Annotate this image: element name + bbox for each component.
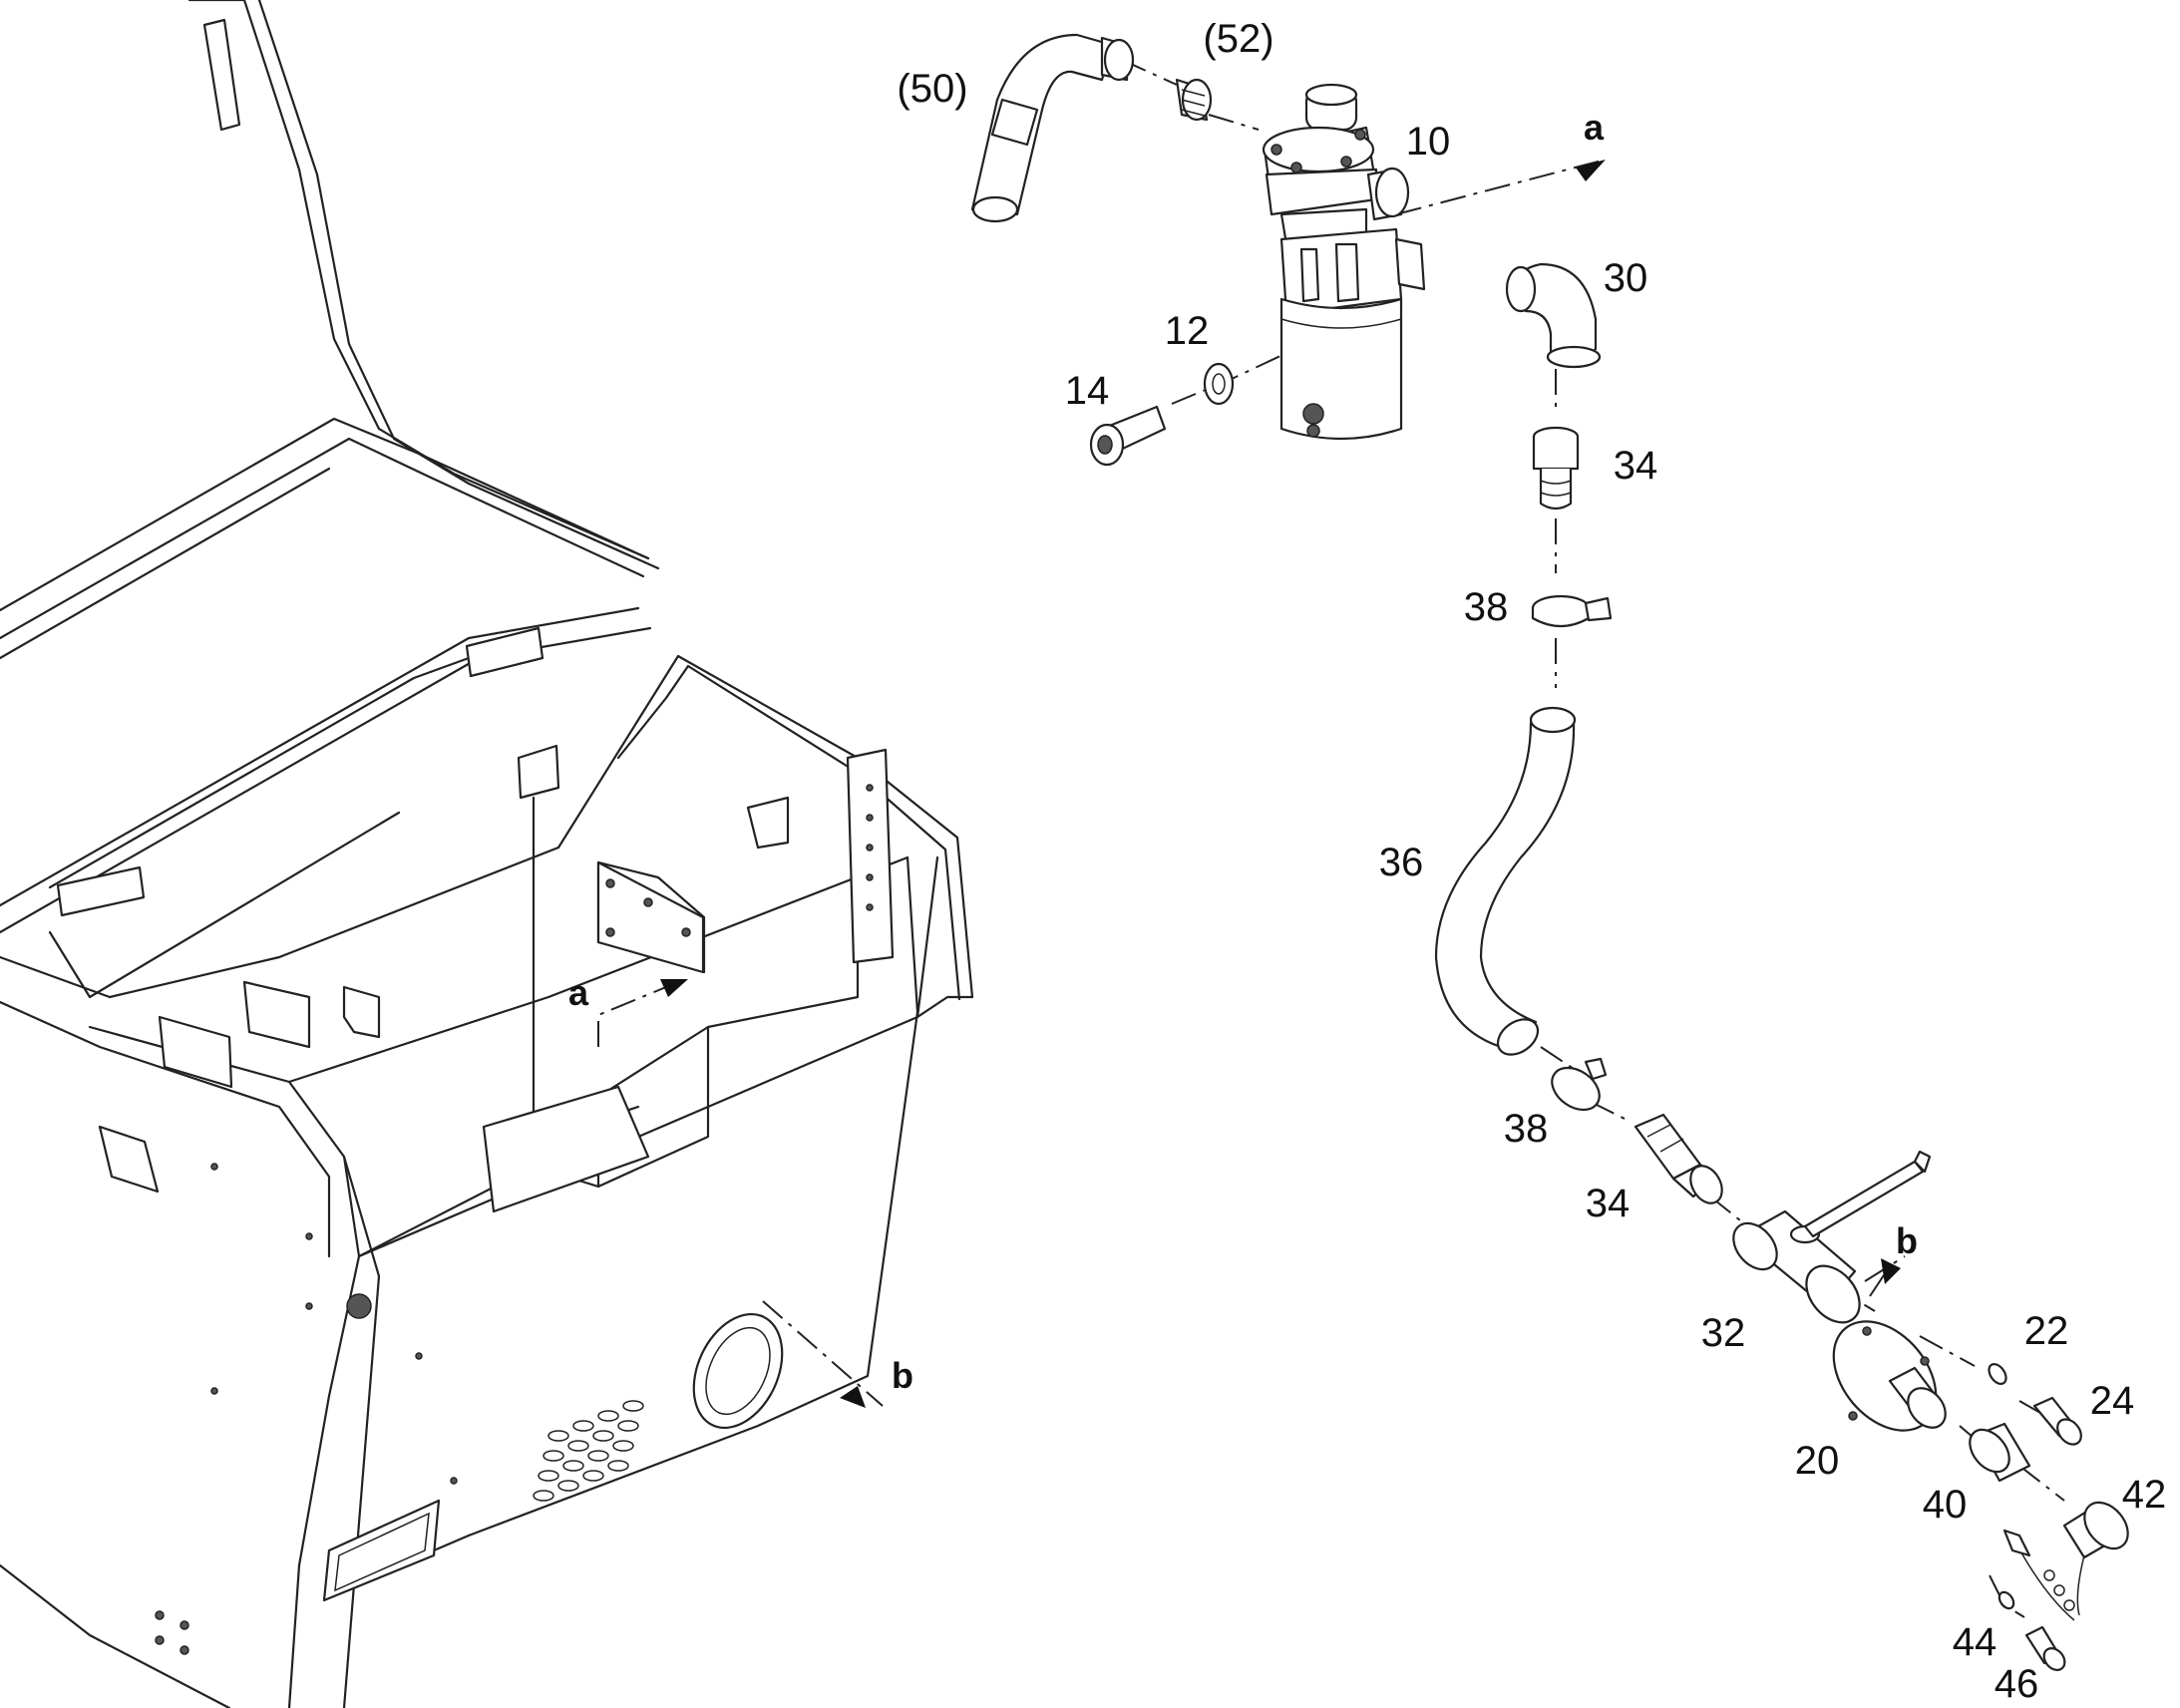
view-marker-a-frame: a <box>568 972 688 1047</box>
view-marker-b-valve-label: b <box>1896 1220 1918 1261</box>
part-22-washer <box>1988 1363 2007 1385</box>
callout-44: 44 <box>1953 1620 1998 1664</box>
part-34-hose-barb-top <box>1532 426 1580 511</box>
open-hood-cover <box>0 0 660 999</box>
part-52-fitting <box>1175 78 1213 122</box>
view-marker-a-filter-label: a <box>1584 107 1605 148</box>
callout-50: (50) <box>897 67 967 111</box>
part-50-pipe-elbow <box>970 33 1135 223</box>
callout-34-bottom: 34 <box>1586 1182 1631 1225</box>
part-42-cap <box>2002 1501 2129 1621</box>
callout-14: 14 <box>1065 369 1110 413</box>
part-34-hose-barb-bottom <box>1634 1113 1723 1204</box>
callout-34-top: 34 <box>1614 444 1658 488</box>
part-12-washer <box>1203 362 1235 406</box>
callout-40: 40 <box>1923 1483 1968 1527</box>
callout-32: 32 <box>1701 1311 1746 1355</box>
part-38-hose-clamp-bottom <box>1551 1057 1608 1112</box>
view-marker-b-valve: b <box>1869 1220 1918 1297</box>
view-marker-b-frame: b <box>762 1300 913 1408</box>
view-marker-a-frame-label: a <box>568 972 589 1013</box>
part-30-elbow <box>1505 262 1602 369</box>
callout-42: 42 <box>2122 1473 2167 1517</box>
callout-24: 24 <box>2090 1379 2135 1423</box>
callout-labels: (50) (52) 10 12 14 30 34 38 36 38 34 32 … <box>897 17 2166 1706</box>
fuel-line-assembly: b <box>970 33 2129 1671</box>
callout-20: 20 <box>1795 1439 1840 1483</box>
part-44-washer <box>1998 1590 2015 1610</box>
callout-46: 46 <box>1995 1662 2039 1706</box>
enclosure-box <box>0 654 974 1708</box>
callout-52: (52) <box>1203 17 1273 61</box>
part-46-screw <box>2024 1625 2066 1671</box>
callout-30: 30 <box>1604 256 1648 300</box>
callout-38-top: 38 <box>1464 585 1509 629</box>
part-10-fuel-filter <box>1262 83 1426 441</box>
callout-12: 12 <box>1165 309 1210 353</box>
callout-10: 10 <box>1406 120 1451 164</box>
part-24-screw <box>2032 1396 2082 1446</box>
machine-frame: a b <box>0 0 974 1708</box>
part-14-bolt <box>1089 405 1167 467</box>
part-36-hose <box>1434 706 1577 1056</box>
callout-38-bottom: 38 <box>1504 1107 1549 1151</box>
part-20-flange <box>1832 1320 1947 1432</box>
view-marker-b-frame-label: b <box>892 1355 913 1396</box>
part-38-hose-clamp-top <box>1531 594 1613 628</box>
part-40-adapter <box>1969 1422 2031 1483</box>
view-marker-a-filter: a <box>1576 107 1606 181</box>
callout-22: 22 <box>2024 1309 2069 1353</box>
part-32-ball-valve <box>1732 1150 1932 1324</box>
callout-36: 36 <box>1379 841 1424 884</box>
vent-grille <box>533 1400 644 1502</box>
